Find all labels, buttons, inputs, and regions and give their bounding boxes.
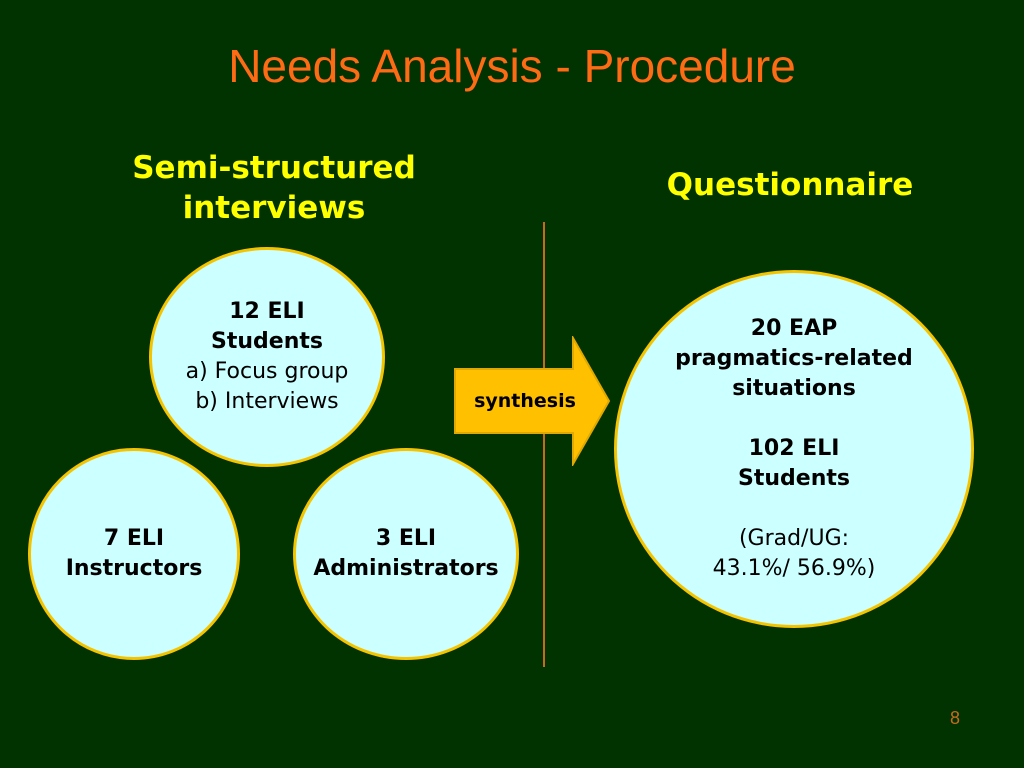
slide-title: Needs Analysis - Procedure (228, 40, 796, 92)
circle-line: 12 ELI (229, 299, 305, 324)
circle-line: b) Interviews (195, 389, 339, 414)
circle-line: Students (738, 466, 850, 491)
synthesis-arrow: synthesis (453, 336, 611, 466)
circle-line: 43.1%/ 56.9%) (712, 556, 876, 581)
circle-line: Students (211, 329, 323, 354)
circle-line: Administrators (313, 556, 499, 581)
circle-line: 7 ELI (103, 526, 165, 551)
heading-line: interviews (182, 190, 366, 226)
circle-questionnaire: 20 EAP pragmatics-related situations 102… (614, 270, 974, 628)
circle-line: pragmatics-related (675, 346, 913, 371)
column-divider (543, 222, 545, 667)
synthesis-label: synthesis (474, 390, 576, 412)
circle-eli-administrators: 3 ELI Administrators (293, 448, 519, 660)
heading-questionnaire: Questionnaire (666, 167, 914, 203)
circle-eli-instructors: 7 ELI Instructors (28, 448, 240, 660)
page-number: 8 (949, 708, 960, 728)
circle-line: 3 ELI (375, 526, 437, 551)
circle-line: (Grad/UG: (738, 526, 850, 551)
heading-line: Semi-structured (132, 150, 416, 186)
circle-line: 102 ELI (748, 436, 840, 461)
circle-line: situations (732, 376, 856, 401)
arrow-right-icon (454, 336, 611, 466)
circle-line: 20 EAP (750, 316, 838, 341)
circle-line: Instructors (65, 556, 203, 581)
circle-line: a) Focus group (185, 359, 349, 384)
circle-eli-students: 12 ELI Students a) Focus group b) Interv… (149, 247, 385, 467)
heading-semi-structured-interviews: Semi-structured interviews (100, 148, 448, 228)
